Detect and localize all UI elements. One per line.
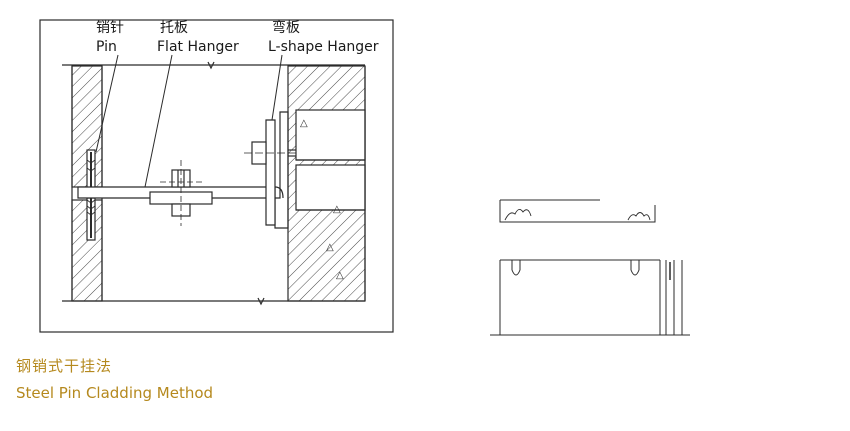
leader-pin	[95, 54, 119, 153]
label-lshape-en: L-shape Hanger	[268, 39, 379, 55]
pin-groove-left	[504, 209, 532, 221]
section-detail-bottom	[490, 259, 690, 336]
section-detail-top	[499, 199, 656, 223]
slot-left	[511, 260, 521, 276]
label-pin-cn: 销针	[96, 20, 124, 36]
svg-text:△: △	[300, 118, 308, 129]
pin-groove-right	[627, 212, 651, 221]
svg-text:△: △	[336, 270, 344, 281]
l-shape-hanger	[274, 111, 289, 229]
label-pin-en: Pin	[96, 39, 117, 55]
svg-text:△: △	[333, 204, 341, 215]
label-lshape-cn: 弯板	[272, 19, 300, 36]
slot-right	[630, 260, 640, 276]
leader-lshape	[271, 54, 283, 121]
leader-flat	[144, 54, 173, 188]
label-flat-cn: 托板	[160, 20, 188, 36]
caption-cn: 钢销式干挂法	[16, 357, 113, 375]
detail-frame	[39, 19, 394, 333]
label-flat-en: Flat Hanger	[157, 39, 239, 55]
caption-en: Steel Pin Cladding Method	[16, 384, 214, 402]
svg-text:△: △	[326, 242, 334, 253]
main-detail: △ △ △ △	[39, 19, 394, 333]
wall-inner-block-lower	[295, 164, 366, 211]
